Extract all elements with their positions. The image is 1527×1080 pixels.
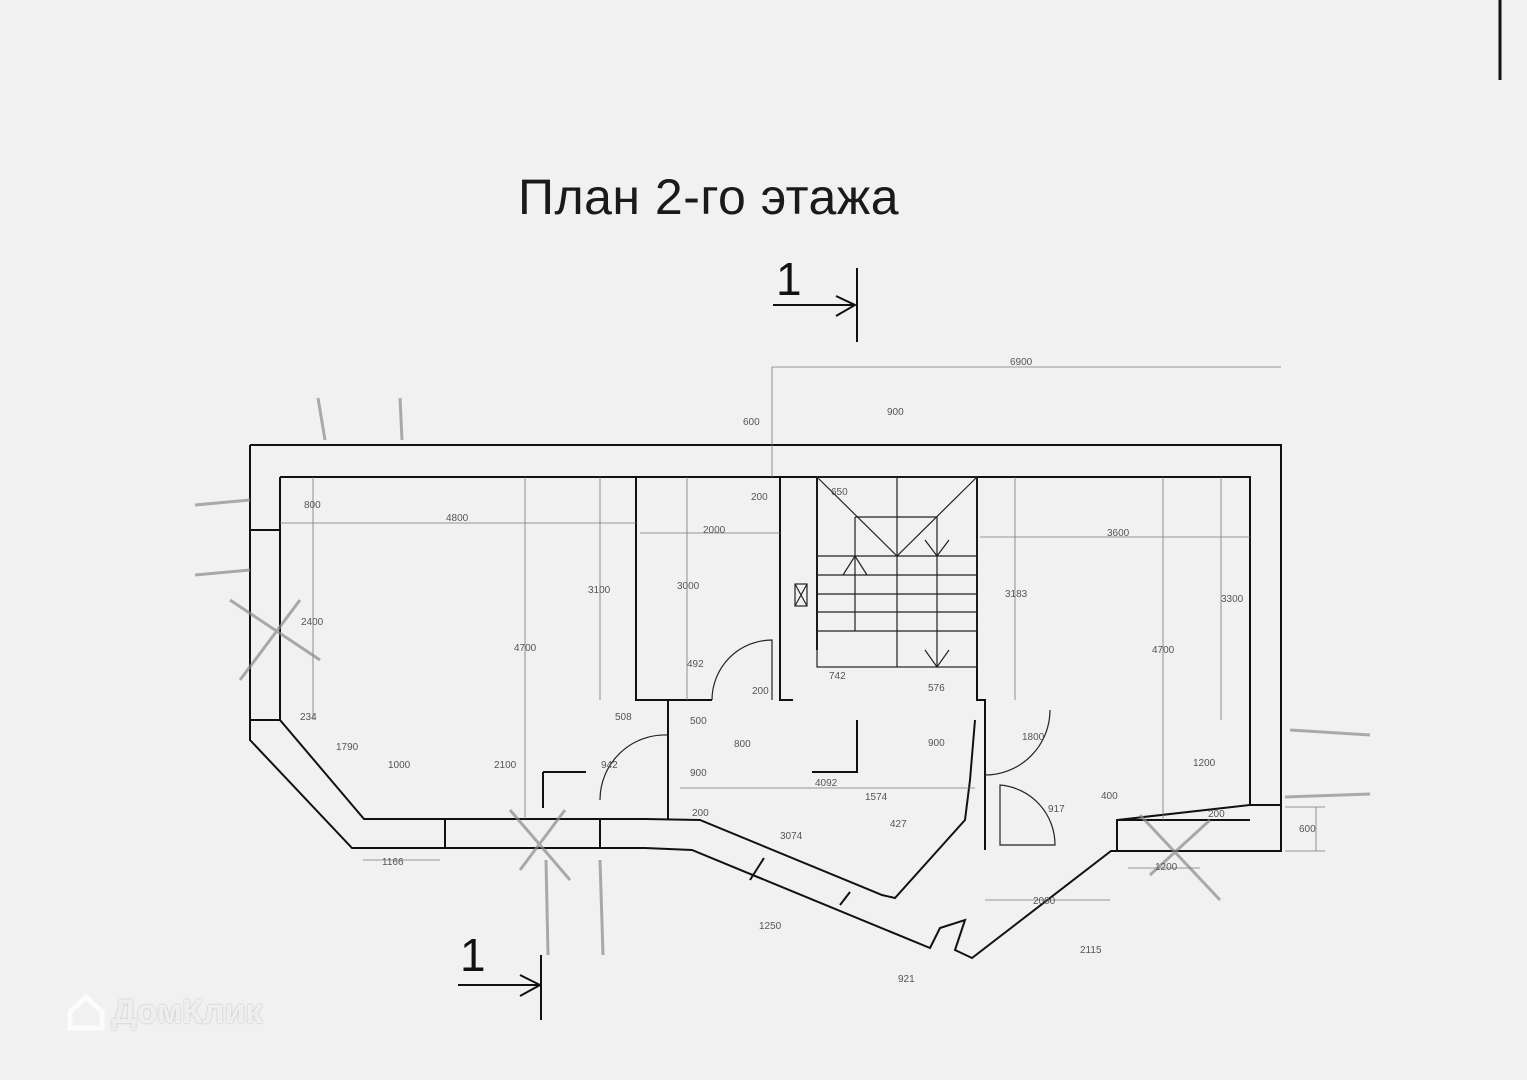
- dim-label: 4700: [514, 643, 537, 654]
- dim-label: 921: [898, 974, 915, 985]
- dim-label: 900: [928, 738, 945, 749]
- dim-label: 600: [1299, 824, 1316, 835]
- watermark: ДомКлик: [66, 992, 262, 1032]
- dim-label: 4800: [446, 513, 469, 524]
- section-arrow-bottom: [458, 955, 543, 1020]
- doors: [599, 639, 1056, 846]
- dim-label: 900: [887, 407, 904, 418]
- dim-label: 3000: [677, 581, 700, 592]
- section-marker-bottom: 1: [460, 929, 486, 981]
- dim-label: 3183: [1005, 589, 1028, 600]
- dim-label: 650: [831, 487, 848, 498]
- dim-label: 500: [690, 716, 707, 727]
- dim-label: 200: [1208, 809, 1225, 820]
- plan-title: План 2-го этажа: [518, 169, 900, 225]
- dim-label: 3600: [1107, 528, 1130, 539]
- dim-label: 2115: [1080, 945, 1102, 956]
- dim-label: 2400: [301, 617, 324, 628]
- dim-label: 1200: [1155, 862, 1178, 873]
- dim-label: 900: [690, 768, 707, 779]
- dim-label: 1800: [1022, 732, 1045, 743]
- dim-label: 200: [752, 686, 769, 697]
- dim-label: 234: [300, 712, 317, 723]
- dim-label: 1790: [336, 742, 359, 753]
- dim-label: 4092: [815, 778, 838, 789]
- dimension-labels: 6900 600 900 200 650 800 4800 2000 3600 …: [300, 357, 1316, 985]
- dim-label: 427: [890, 819, 907, 830]
- dim-label: 600: [743, 417, 760, 428]
- dim-label: 576: [928, 683, 945, 694]
- dim-label: 2000: [1033, 896, 1056, 907]
- house-icon: [67, 993, 105, 1031]
- dim-label: 2000: [703, 525, 726, 536]
- walls: [249, 444, 1282, 960]
- dim-label: 2100: [494, 760, 517, 771]
- dim-label: 800: [734, 739, 751, 750]
- dim-label: 4700: [1152, 645, 1175, 656]
- dimension-lines: [280, 366, 1325, 901]
- dim-label: 200: [692, 808, 709, 819]
- dim-label: 800: [304, 500, 321, 511]
- staircase: [794, 476, 978, 669]
- dim-label: 1250: [759, 921, 782, 932]
- watermark-text: ДомКлик: [112, 992, 263, 1031]
- pencil-marks: [194, 397, 1371, 956]
- section-marker-top: 1: [776, 253, 802, 305]
- dim-label: 1200: [1193, 758, 1216, 769]
- dim-label: 492: [687, 659, 704, 670]
- dim-label: 508: [615, 712, 632, 723]
- dim-label: 400: [1101, 791, 1118, 802]
- dim-label: 1000: [388, 760, 411, 771]
- dim-label: 917: [1048, 804, 1065, 815]
- dim-label: 942: [601, 760, 618, 771]
- dim-label: 6900: [1010, 357, 1033, 368]
- dim-label: 3100: [588, 585, 611, 596]
- dim-label: 742: [829, 671, 846, 682]
- dim-label: 1166: [382, 857, 404, 868]
- dim-label: 200: [751, 492, 768, 503]
- dim-label: 3300: [1221, 594, 1244, 605]
- section-arrow-top: [773, 268, 858, 342]
- dim-label: 1574: [865, 792, 888, 803]
- dim-label: 3074: [780, 831, 803, 842]
